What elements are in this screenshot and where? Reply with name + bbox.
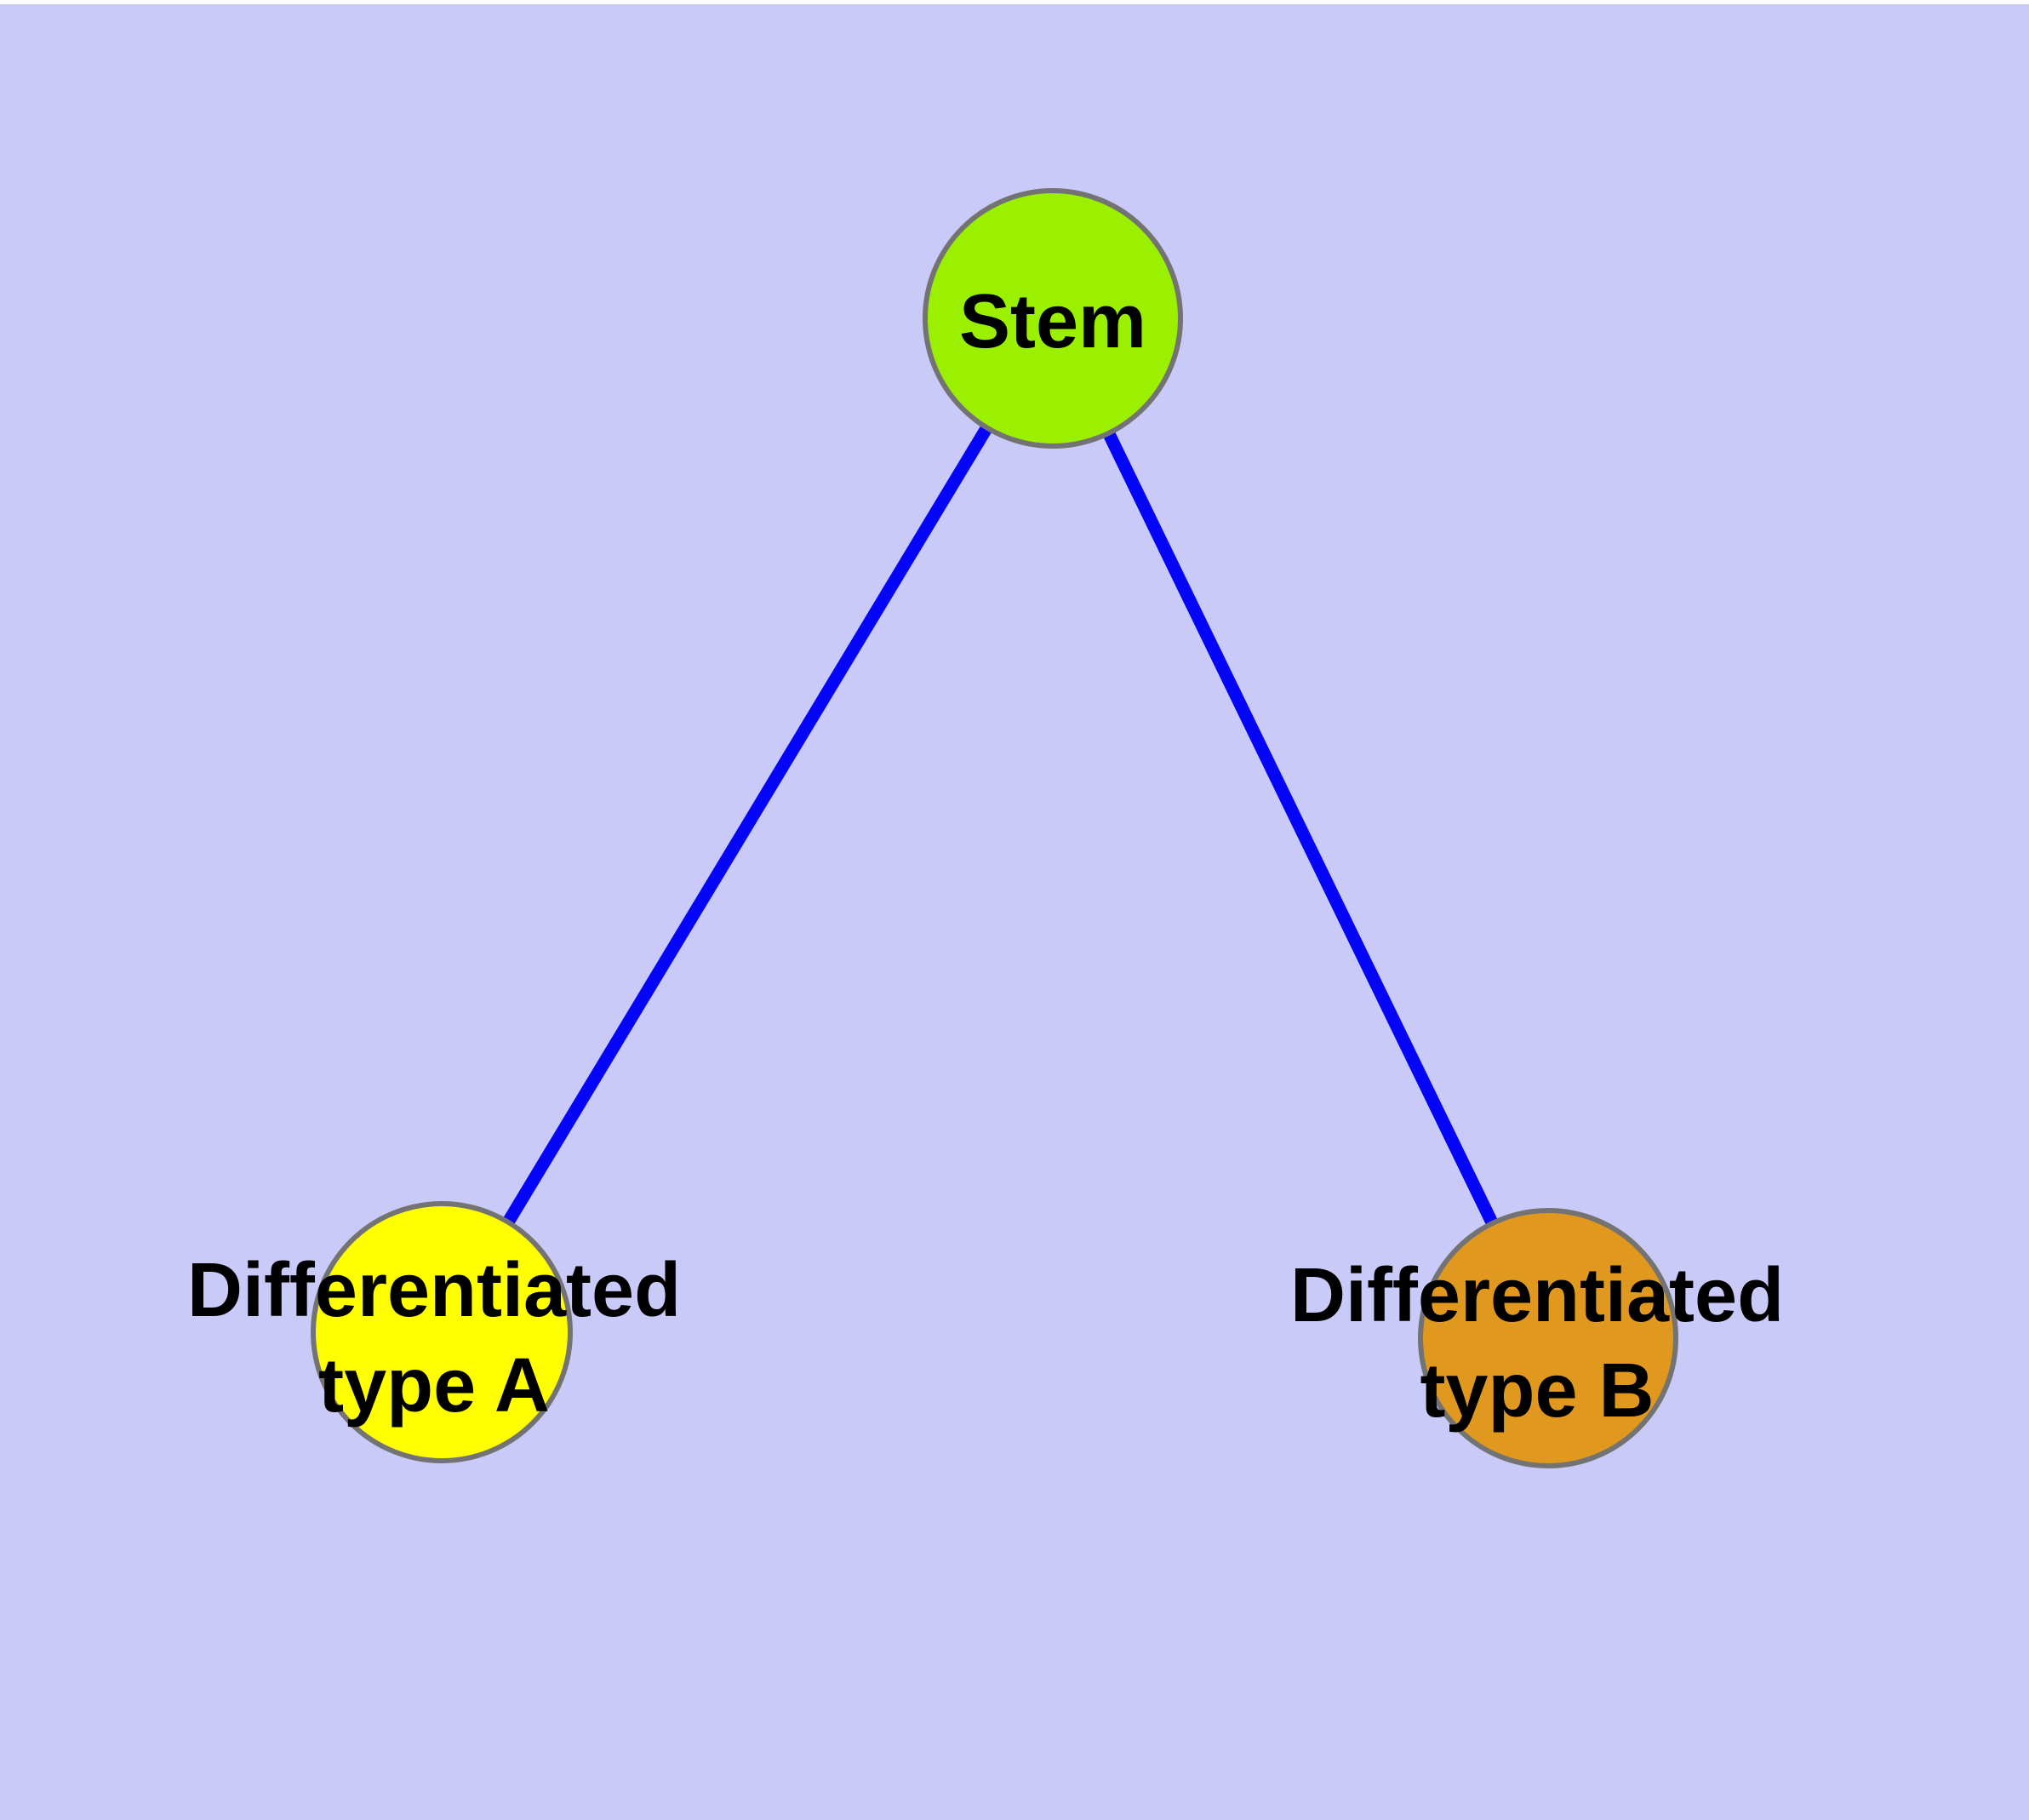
edge-stem-to-type-a <box>436 315 1059 1336</box>
top-margin-strip <box>0 0 2029 4</box>
node-differentiated-type-a-circle[interactable] <box>311 1201 573 1463</box>
node-differentiated-type-b-label: Differentiated type B <box>1289 1253 1785 1434</box>
edge-stem-to-type-b <box>1047 315 1554 1342</box>
node-differentiated-type-a-label: Differentiated type A <box>186 1248 682 1428</box>
node-stem-circle[interactable] <box>923 188 1183 449</box>
node-stem-label: Stem <box>958 279 1147 364</box>
node-differentiated-type-b-circle[interactable] <box>1418 1208 1678 1468</box>
